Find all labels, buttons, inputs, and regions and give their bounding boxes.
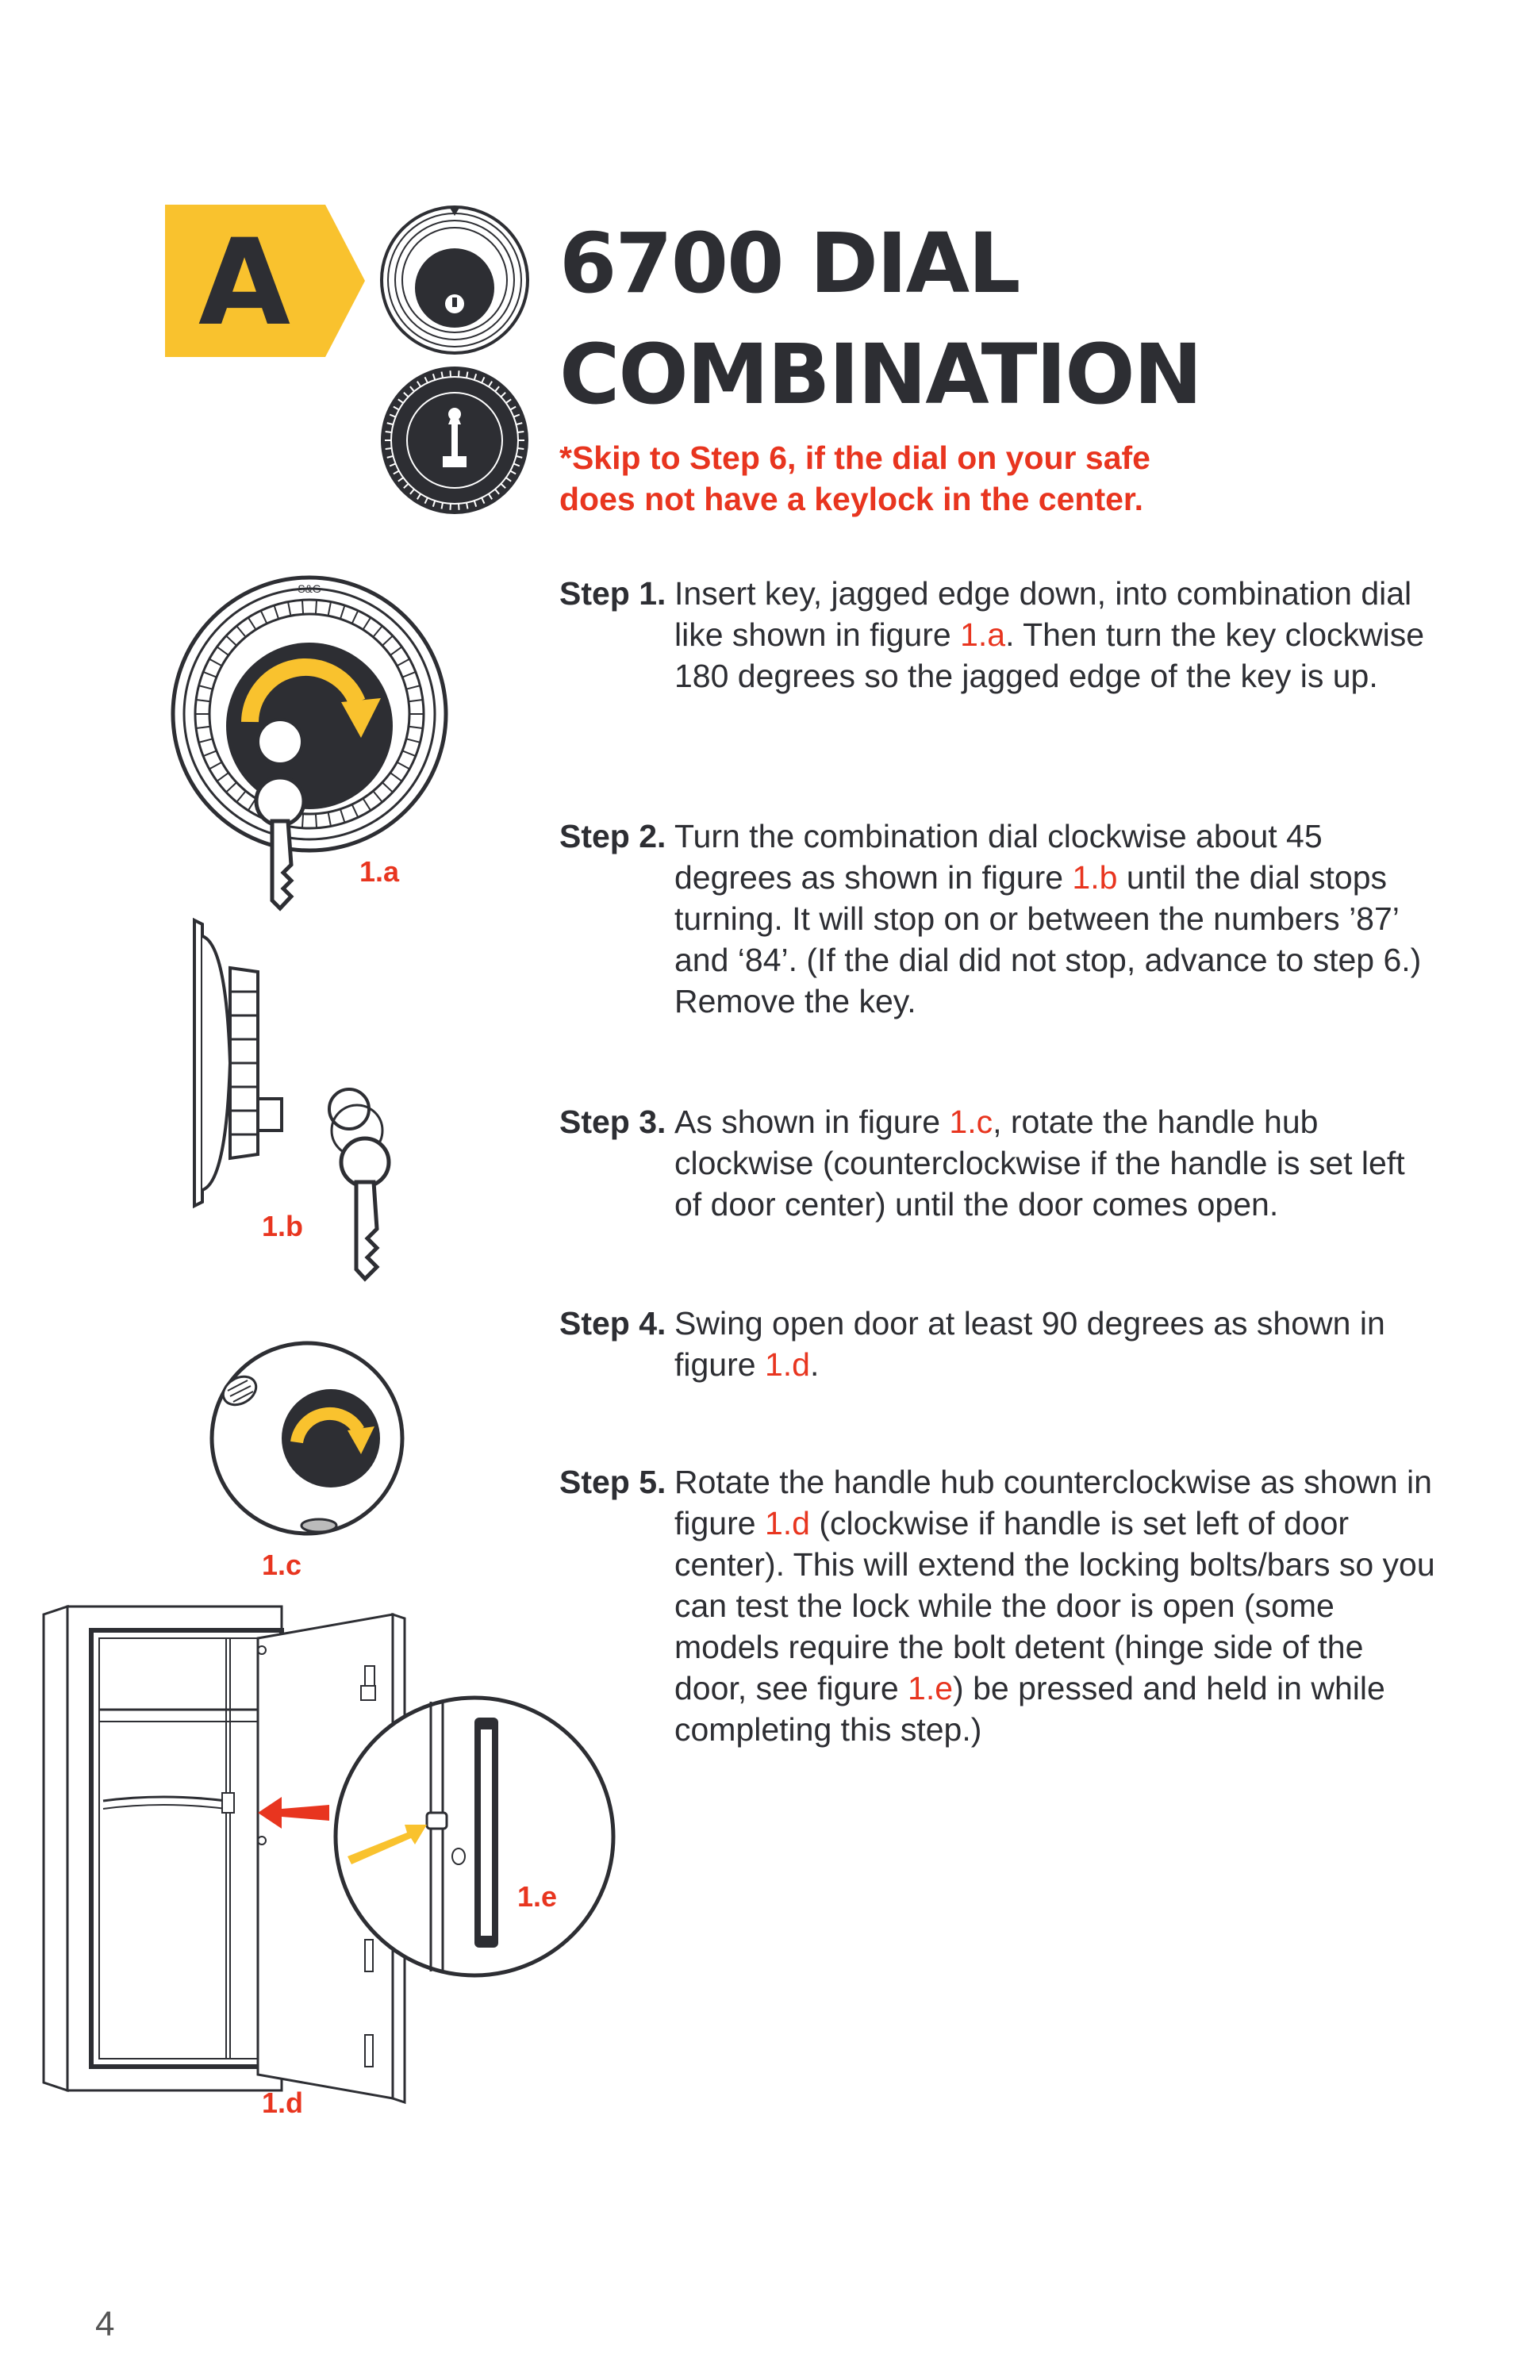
figure-ref-1d: 1.d: [764, 1346, 810, 1383]
dial-brand: S&G: [298, 582, 321, 595]
step-5: Step 5. Rotate the handle hub counterclo…: [559, 1461, 1440, 1750]
step-4: Step 4. Swing open door at least 90 degr…: [559, 1303, 1440, 1385]
key-icon: [339, 1136, 391, 1282]
figure-1d: [42, 1604, 406, 2105]
push-arrow-icon: [348, 1825, 427, 1864]
step-label: Step 2.: [559, 818, 666, 854]
push-arrow-icon: [258, 1797, 329, 1829]
title-line-1: 6700 DIAL: [559, 215, 1020, 312]
figure-ref-1c: 1.c: [949, 1104, 993, 1140]
figure-ref-1d: 1.d: [764, 1505, 810, 1541]
step-text: Insert key, jagged edge down, into combi…: [674, 575, 1425, 694]
figure-label-1b: 1.b: [262, 1210, 304, 1242]
section-letter: A: [198, 214, 290, 352]
step-label: Step 1.: [559, 575, 666, 612]
figure-ref-1e: 1.e: [908, 1670, 954, 1706]
rotate-arrow-icon: [290, 1407, 364, 1444]
dial-with-keylock-icon: [380, 205, 529, 355]
key-icon: [254, 775, 306, 912]
step-text: Rotate the handle hub counterclockwise a…: [674, 1464, 1435, 1748]
step-2: Step 2. Turn the combination dial clockw…: [559, 816, 1440, 1022]
page-title: 6700 DIAL COMBINATION: [559, 208, 1203, 430]
figure-label-1e: 1.e: [517, 1880, 558, 1913]
title-line-2: COMBINATION: [559, 326, 1203, 423]
figure-label-1d: 1.d: [262, 2086, 304, 2119]
skip-note-line-2: does not have a keylock in the center.: [559, 481, 1143, 517]
liberty-dial-icon: [381, 367, 528, 514]
step-1: Step 1. Insert key, jagged edge down, in…: [559, 573, 1440, 697]
step-text: Turn the combination dial clockwise abou…: [674, 818, 1422, 1019]
step-label: Step 5.: [559, 1464, 666, 1500]
page-number: 4: [95, 2305, 115, 2344]
step-3: Step 3. As shown in figure 1.c, rotate t…: [559, 1101, 1440, 1225]
step-label: Step 4.: [559, 1305, 666, 1342]
figure-1a: S&G: [171, 575, 448, 912]
rotate-arrow-icon: [241, 658, 366, 723]
step-label: Step 3.: [559, 1104, 666, 1140]
figure-1b: [193, 917, 391, 1282]
figure-label-1a: 1.a: [359, 855, 400, 888]
step-text: As shown in figure 1.c, rotate the handl…: [674, 1104, 1405, 1223]
figure-label-1c: 1.c: [262, 1549, 302, 1581]
skip-note-line-1: *Skip to Step 6, if the dial on your saf…: [559, 440, 1150, 476]
figure-1e: [333, 1695, 616, 1978]
section-a-badge: A: [165, 205, 365, 357]
figure-ref-1b: 1.b: [1072, 859, 1118, 896]
step-text: Swing open door at least 90 degrees as s…: [674, 1305, 1385, 1383]
skip-note: *Skip to Step 6, if the dial on your saf…: [559, 437, 1210, 520]
figure-1c: [209, 1341, 405, 1536]
figure-ref-1a: 1.a: [960, 616, 1006, 653]
